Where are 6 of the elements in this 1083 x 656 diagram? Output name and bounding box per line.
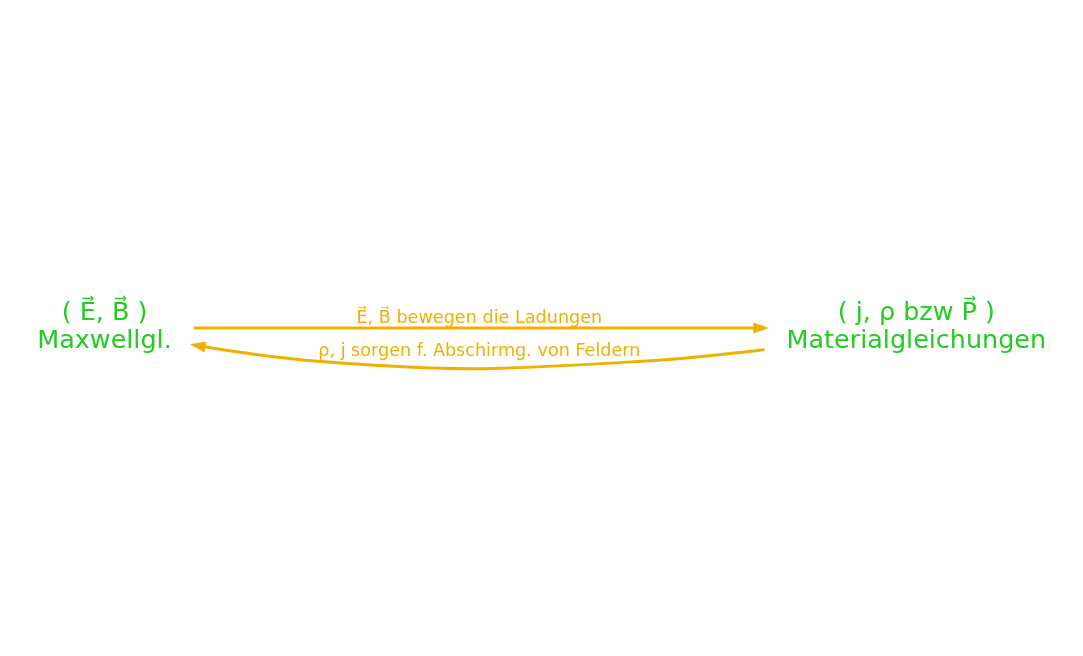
arrow bbox=[194, 322, 769, 334]
node-text: ( E⃗, B⃗ ) Maxwellgl. bbox=[37, 295, 172, 355]
edge-label: ρ, j sorgen f. Abschirmg. von Feldern bbox=[318, 339, 641, 360]
node-text: ( j, ρ bzw P⃗ ) Materialgleichungen bbox=[786, 295, 1047, 355]
edge-label: E⃗, B⃗ bewegen die Ladungen bbox=[356, 306, 603, 327]
arrow bbox=[189, 341, 765, 371]
